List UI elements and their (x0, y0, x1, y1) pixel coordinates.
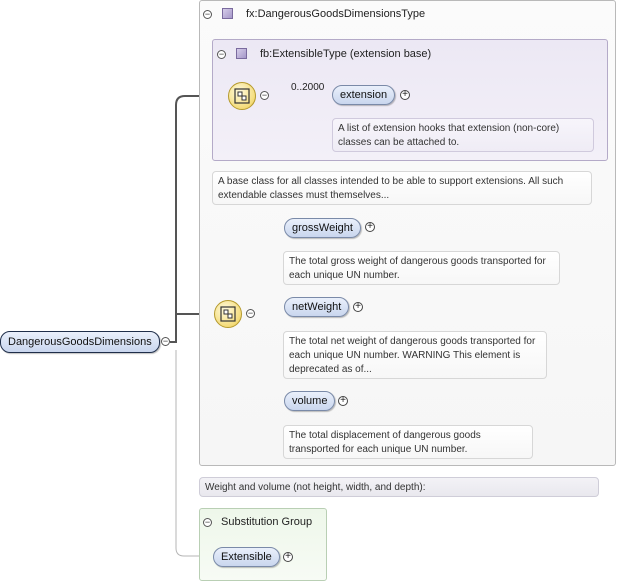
complex-type-icon (222, 8, 233, 19)
volume-note: The total displacement of dangerous good… (283, 425, 533, 459)
extension-occurs: 0..2000 (291, 82, 325, 93)
root-element[interactable]: DangerousGoodsDimensions (0, 331, 160, 353)
complex-type-note: Weight and volume (not height, width, an… (199, 477, 599, 497)
base-type-collapse-icon[interactable]: − (217, 49, 226, 59)
extensible-element[interactable]: Extensible (213, 547, 280, 567)
net-weight-element[interactable]: netWeight (284, 297, 350, 317)
extension-expand-icon[interactable]: + (400, 90, 410, 100)
volume-expand-icon[interactable]: + (338, 396, 348, 406)
gross-weight-note: The total gross weight of dangerous good… (283, 251, 560, 285)
complex-type-label: fx:DangerousGoodsDimensionsType (246, 8, 426, 20)
sequence-compositor-icon[interactable] (214, 300, 242, 328)
extensible-expand-icon[interactable]: + (283, 552, 293, 562)
gross-weight-element[interactable]: grossWeight (284, 218, 361, 238)
complex-type-collapse-icon[interactable]: − (203, 9, 212, 19)
extension-note: A list of extension hooks that extension… (332, 118, 594, 152)
root-collapse-icon[interactable]: − (161, 336, 170, 346)
net-weight-expand-icon[interactable]: + (353, 302, 363, 312)
sequence-collapse-icon[interactable]: − (260, 90, 269, 100)
substitution-group-collapse-icon[interactable]: − (203, 517, 212, 527)
base-type-label: fb:ExtensibleType (extension base) (260, 48, 432, 60)
gross-weight-expand-icon[interactable]: + (365, 222, 375, 232)
base-type-icon (236, 48, 247, 59)
extension-element[interactable]: extension (332, 85, 396, 105)
substitution-group-title: Substitution Group (221, 516, 313, 528)
sequence-compositor-icon[interactable] (228, 82, 256, 110)
sequence-collapse-icon[interactable]: − (246, 308, 255, 318)
volume-element[interactable]: volume (284, 391, 336, 411)
sequence-glyph (234, 88, 250, 104)
net-weight-note: The total net weight of dangerous goods … (283, 331, 547, 379)
base-type-note: A base class for all classes intended to… (212, 171, 592, 205)
sequence-glyph (220, 306, 236, 322)
